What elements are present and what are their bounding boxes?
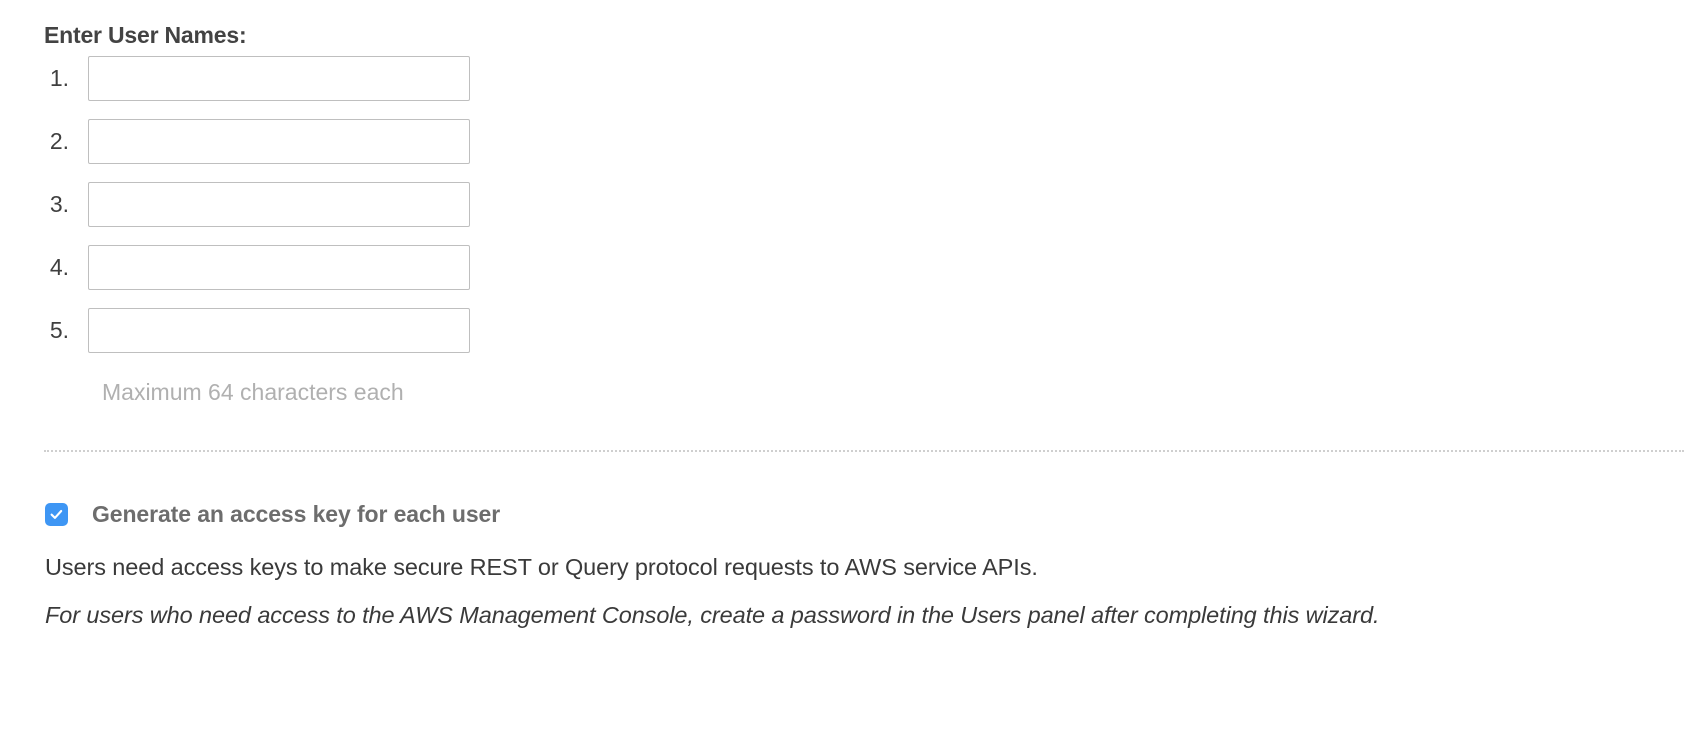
access-key-description: Users need access keys to make secure RE… [45,554,1038,580]
console-password-note: For users who need access to the AWS Man… [45,602,1380,628]
user-name-input-1[interactable] [88,56,470,101]
generate-access-key-row[interactable]: Generate an access key for each user [45,501,500,528]
user-name-row: 1. [44,56,524,101]
generate-access-key-label[interactable]: Generate an access key for each user [92,501,501,527]
user-name-row: 3. [44,182,524,227]
user-name-row: 2. [44,119,524,164]
page-title: Enter User Names: [44,22,247,48]
user-name-input-5[interactable] [88,308,470,353]
section-divider [44,450,1684,452]
row-number-4: 4. [49,254,69,280]
check-icon [49,507,64,522]
max-characters-hint: Maximum 64 characters each [102,379,404,405]
row-number-3: 3. [49,191,69,217]
row-number-2: 2. [49,128,69,154]
user-name-input-4[interactable] [88,245,470,290]
user-names-list: 1. 2. 3. 4. 5. [44,56,524,371]
user-name-input-2[interactable] [88,119,470,164]
user-name-input-3[interactable] [88,182,470,227]
user-name-row: 4. [44,245,524,290]
generate-access-key-checkbox[interactable] [45,503,68,526]
row-number-1: 1. [49,65,69,91]
row-number-5: 5. [49,317,69,343]
user-name-row: 5. [44,308,524,353]
